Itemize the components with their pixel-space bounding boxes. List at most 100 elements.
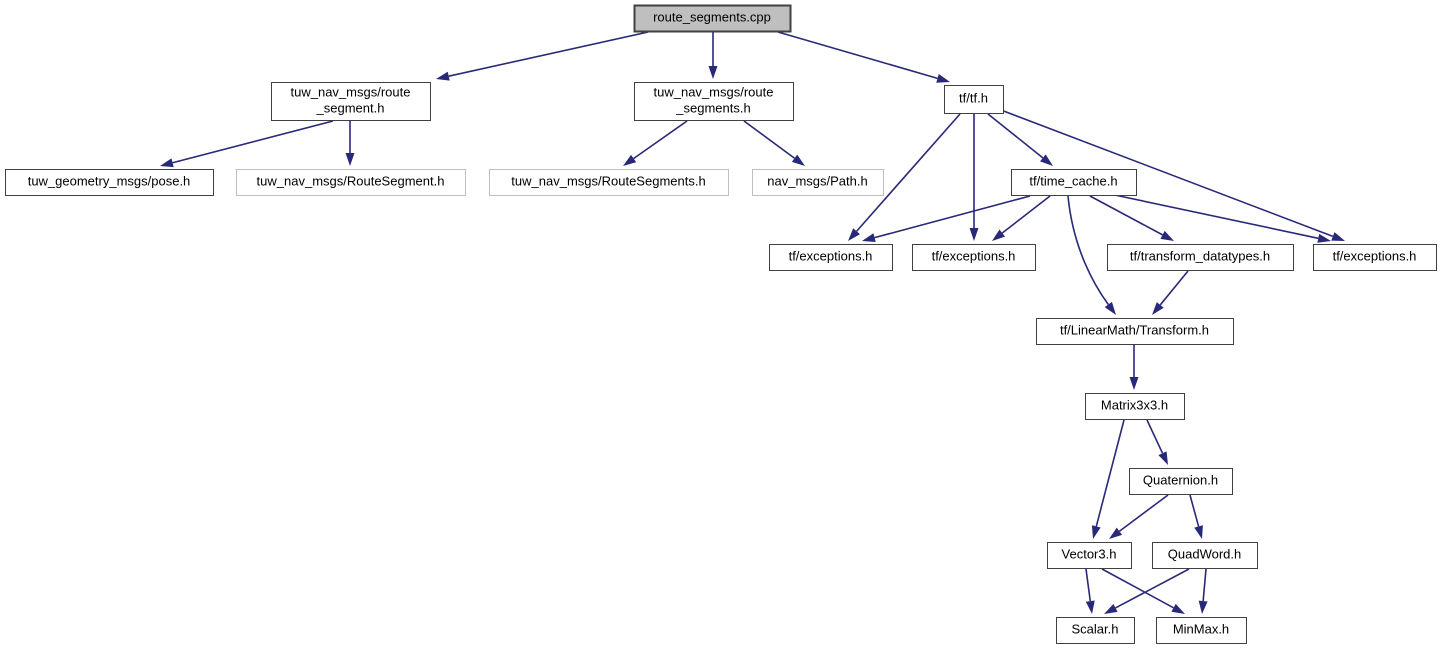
arrowhead-transform_datatypes_h-to-LinearMath_Transform_h (1152, 302, 1164, 315)
node-RouteSegment_h[interactable]: tuw_nav_msgs/RouteSegment.h (235, 168, 467, 197)
arrowhead-tf_tf_h-to-exceptions_h_2 (969, 228, 979, 241)
node-tf_tf_h[interactable]: tf/tf.h (943, 84, 1005, 115)
arrowhead-tf_tf_h-to-exceptions_h_1 (848, 228, 860, 241)
node-exceptions_h_2[interactable]: tf/exceptions.h (911, 243, 1037, 272)
node-label-exceptions_h_3: tf/exceptions.h (1333, 248, 1417, 263)
node-box-exceptions_h_3[interactable] (1312, 243, 1438, 272)
node-LinearMath_Transform_h[interactable]: tf/LinearMath/Transform.h (1035, 317, 1235, 346)
edge-time_cache_h-to-exceptions_h_2 (1001, 195, 1051, 234)
edge-tf_tf_h-to-exceptions_h_3 (1000, 109, 1334, 238)
node-box-Matrix3x3_h[interactable] (1084, 392, 1186, 421)
node-exceptions_h_3[interactable]: tf/exceptions.h (1312, 243, 1438, 272)
arrowhead-Vector3_h-to-MinMax_h (1171, 603, 1185, 614)
node-time_cache_h[interactable]: tf/time_cache.h (1010, 168, 1138, 197)
node-transform_datatypes_h[interactable]: tf/transform_datatypes.h (1106, 243, 1295, 272)
node-QuadWord_h[interactable]: QuadWord.h (1151, 541, 1259, 570)
arrowhead-route_segment_h-to-RouteSegment_h (345, 153, 355, 166)
node-label-route_segment_h: _segment.h (316, 100, 385, 115)
node-box-exceptions_h_1[interactable] (768, 243, 894, 272)
node-label-RouteSegment_h: tuw_nav_msgs/RouteSegment.h (257, 173, 445, 188)
node-box-Vector3_h[interactable] (1046, 541, 1133, 570)
edge-route_segments_cpp-to-tf_tf_h (777, 31, 938, 80)
edge-time_cache_h-to-LinearMath_Transform_h (1067, 195, 1109, 305)
arrowhead-Matrix3x3_h-to-Quaternion_h (1158, 451, 1168, 465)
node-box-RouteSegments_h[interactable] (488, 168, 730, 197)
arrowhead-route_segments_cpp-to-tf_tf_h (936, 74, 950, 83)
node-Matrix3x3_h[interactable]: Matrix3x3.h (1084, 392, 1186, 421)
node-route_segments_h[interactable]: tuw_nav_msgs/route_segments.h (633, 81, 795, 122)
edge-Vector3_h-to-MinMax_h (1101, 568, 1174, 609)
node-nav_msgs_Path_h[interactable]: nav_msgs/Path.h (751, 168, 885, 197)
node-label-Quaternion_h: Quaternion.h (1143, 472, 1218, 487)
node-label-route_segments_h: tuw_nav_msgs/route (654, 84, 774, 99)
arrowhead-Quaternion_h-to-QuadWord_h (1194, 525, 1203, 539)
node-box-route_segment_h[interactable] (270, 81, 432, 122)
arrowhead-QuadWord_h-to-Scalar_h (1104, 603, 1118, 614)
edge-route_segment_h-to-pose_h (172, 120, 334, 164)
node-box-time_cache_h[interactable] (1010, 168, 1138, 197)
node-RouteSegments_h[interactable]: tuw_nav_msgs/RouteSegments.h (488, 168, 730, 197)
node-label-tf_tf_h: tf/tf.h (959, 90, 988, 105)
node-MinMax_h[interactable]: MinMax.h (1155, 616, 1248, 645)
arrowhead-Vector3_h-to-Scalar_h (1085, 600, 1095, 614)
node-box-Scalar_h[interactable] (1055, 616, 1136, 645)
node-box-route_segments_cpp[interactable] (633, 4, 792, 33)
arrowhead-time_cache_h-to-exceptions_h_3 (1317, 233, 1331, 243)
edge-tf_tf_h-to-time_cache_h (987, 113, 1044, 159)
node-label-Matrix3x3_h: Matrix3x3.h (1101, 397, 1168, 412)
arrowhead-route_segments_h-to-RouteSegments_h (623, 154, 637, 166)
node-box-pose_h[interactable] (4, 168, 215, 197)
graph-edges-layer (160, 31, 1345, 614)
node-label-MinMax_h: MinMax.h (1173, 621, 1229, 636)
node-label-exceptions_h_1: tf/exceptions.h (789, 248, 873, 263)
node-Vector3_h[interactable]: Vector3.h (1046, 541, 1133, 570)
arrowhead-Quaternion_h-to-Vector3_h (1109, 527, 1123, 539)
node-label-route_segments_cpp: route_segments.cpp (653, 9, 771, 24)
node-label-route_segment_h: tuw_nav_msgs/route (291, 84, 411, 99)
node-box-nav_msgs_Path_h[interactable] (751, 168, 885, 197)
arrowhead-route_segments_cpp-to-route_segments_h (708, 66, 718, 79)
arrowhead-LinearMath_Transform_h-to-Matrix3x3_h (1129, 377, 1139, 390)
node-label-nav_msgs_Path_h: nav_msgs/Path.h (767, 173, 867, 188)
node-box-RouteSegment_h[interactable] (235, 168, 467, 197)
arrowhead-time_cache_h-to-transform_datatypes_h (1160, 230, 1174, 241)
node-label-RouteSegments_h: tuw_nav_msgs/RouteSegments.h (511, 173, 705, 188)
node-box-Quaternion_h[interactable] (1128, 467, 1234, 496)
arrowhead-route_segments_h-to-nav_msgs_Path_h (791, 154, 805, 166)
node-label-LinearMath_Transform_h: tf/LinearMath/Transform.h (1060, 322, 1209, 337)
edge-Matrix3x3_h-to-Vector3_h (1095, 419, 1125, 527)
node-label-QuadWord_h: QuadWord.h (1168, 546, 1241, 561)
node-label-time_cache_h: tf/time_cache.h (1029, 173, 1117, 188)
arrowhead-tf_tf_h-to-time_cache_h (1040, 154, 1053, 166)
node-box-MinMax_h[interactable] (1155, 616, 1248, 645)
arrowhead-time_cache_h-to-LinearMath_Transform_h (1104, 301, 1116, 315)
node-box-exceptions_h_2[interactable] (911, 243, 1037, 272)
arrowhead-time_cache_h-to-exceptions_h_1 (862, 233, 876, 242)
node-box-tf_tf_h[interactable] (943, 84, 1005, 115)
node-Quaternion_h[interactable]: Quaternion.h (1128, 467, 1234, 496)
node-box-QuadWord_h[interactable] (1151, 541, 1259, 570)
node-route_segments_cpp[interactable]: route_segments.cpp (633, 4, 792, 33)
node-label-exceptions_h_2: tf/exceptions.h (932, 248, 1016, 263)
edge-time_cache_h-to-exceptions_h_3 (1109, 193, 1319, 240)
edge-QuadWord_h-to-MinMax_h (1202, 568, 1207, 602)
edge-route_segments_cpp-to-route_segment_h (448, 31, 649, 77)
node-route_segment_h[interactable]: tuw_nav_msgs/route_segment.h (270, 81, 432, 122)
node-exceptions_h_1[interactable]: tf/exceptions.h (768, 243, 894, 272)
arrowhead-route_segments_cpp-to-route_segment_h (436, 71, 450, 81)
node-label-Scalar_h: Scalar.h (1072, 621, 1119, 636)
arrowhead-time_cache_h-to-exceptions_h_2 (992, 229, 1006, 241)
node-box-transform_datatypes_h[interactable] (1106, 243, 1295, 272)
node-box-route_segments_h[interactable] (633, 81, 795, 122)
edge-transform_datatypes_h-to-LinearMath_Transform_h (1159, 270, 1189, 306)
node-Scalar_h[interactable]: Scalar.h (1055, 616, 1136, 645)
node-box-LinearMath_Transform_h[interactable] (1035, 317, 1235, 346)
node-label-pose_h: tuw_geometry_msgs/pose.h (28, 173, 191, 188)
node-label-Vector3_h: Vector3.h (1062, 546, 1117, 561)
arrowhead-QuadWord_h-to-MinMax_h (1198, 600, 1208, 614)
node-pose_h[interactable]: tuw_geometry_msgs/pose.h (4, 168, 215, 197)
arrowhead-route_segment_h-to-pose_h (160, 158, 174, 168)
edge-Quaternion_h-to-Vector3_h (1118, 494, 1169, 532)
